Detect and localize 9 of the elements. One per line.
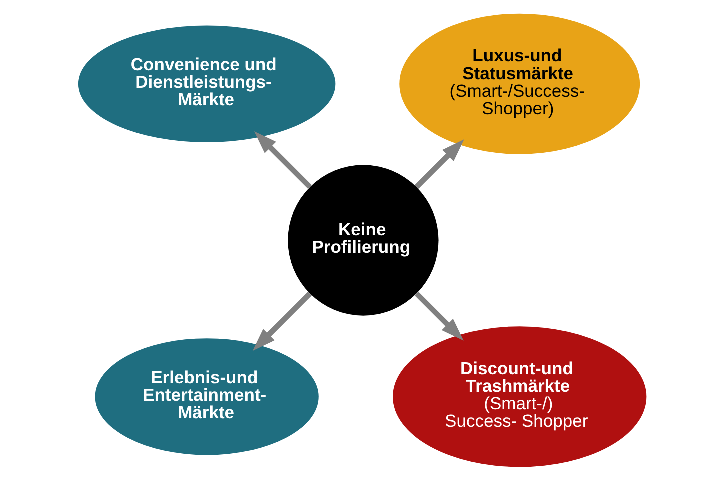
node-ellipse: Erlebnis-und Entertainment- Märkte [94, 338, 318, 456]
arrow [252, 292, 312, 352]
node-ellipse: Convenience und Dienstleistungs- Märkte [78, 26, 336, 142]
node-ellipse: Luxus-und Statusmärkte (Smart-/Success- Shopper) [399, 14, 640, 154]
node-circle: Keine Profilierung [288, 165, 438, 316]
arrow [414, 292, 464, 341]
arrow [414, 140, 464, 190]
arrow [254, 131, 312, 190]
node-ellipse: Discount-und Trashmärkte (Smart-/) Success- Shopper [392, 326, 646, 468]
